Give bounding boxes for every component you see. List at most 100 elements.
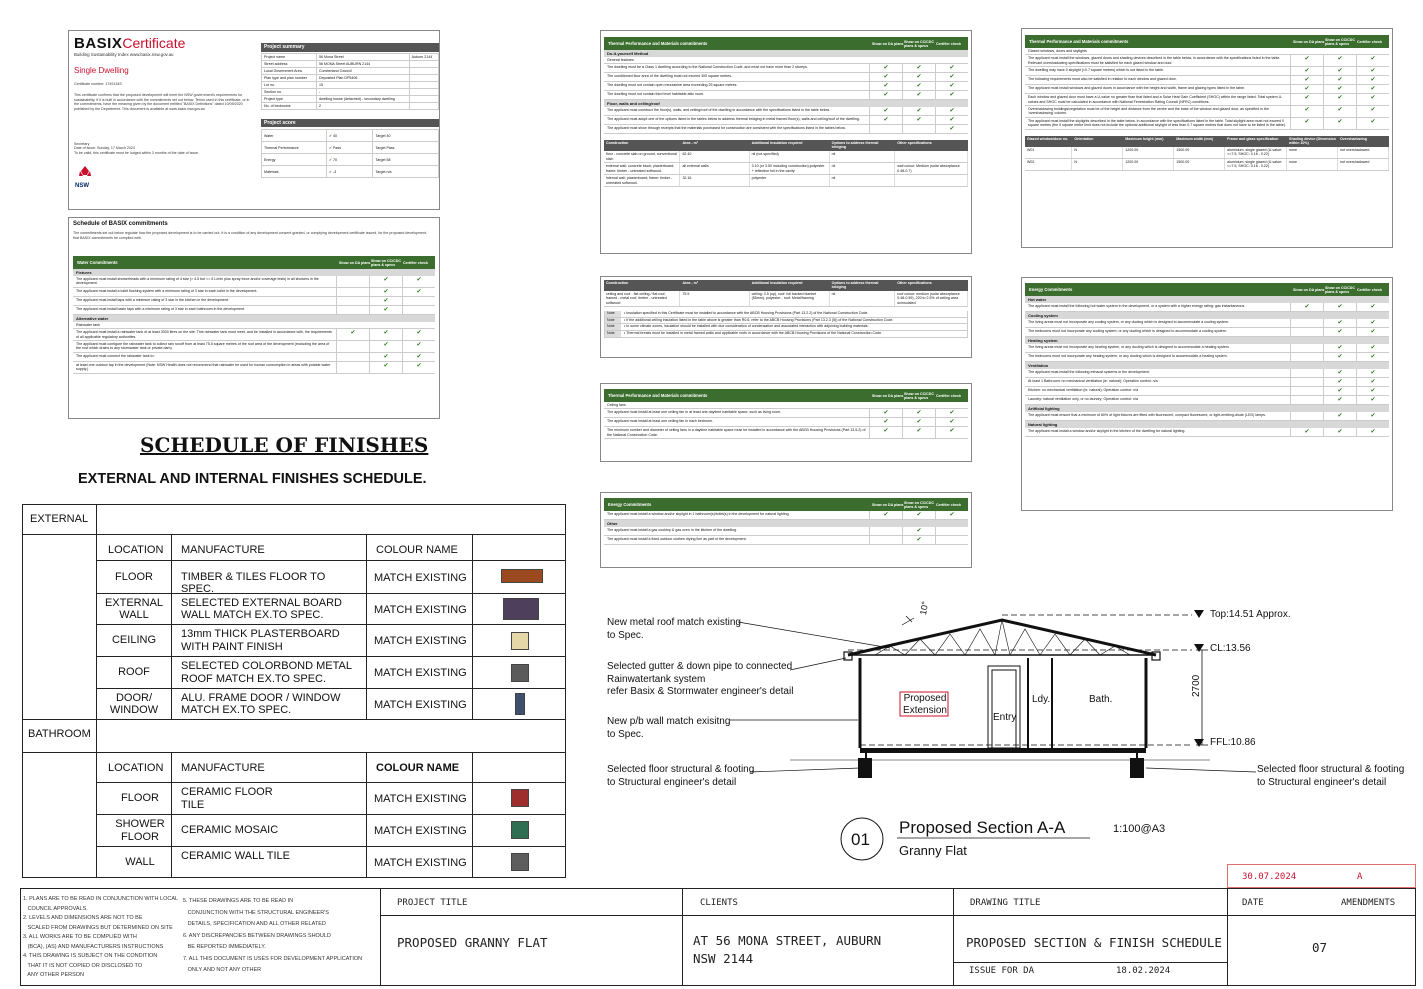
column-header: Shading device (Dimension within 10%) [1289, 136, 1336, 145]
commitment-text: The applicant must install a window and/… [607, 512, 790, 516]
commitment-row: The following requirements must also be … [1025, 76, 1389, 86]
check-icon: ✔ [869, 64, 902, 73]
general-note: DETAILS, SPECIFICATION AND ALL OTHER REL… [183, 921, 326, 927]
grid-line [96, 688, 566, 689]
water-rows: The applicant must install showerheads w… [73, 276, 435, 315]
commitment-text: The bedrooms must not incorporate any co… [1028, 329, 1227, 333]
commitment-text: The applicant must install basin taps wi… [76, 306, 245, 311]
finish-location: CEILING [111, 634, 156, 646]
score-value: ✔ 70 [325, 153, 374, 166]
finish-colour: MATCH EXISTING [374, 825, 467, 837]
finish-location: SHOWER FLOOR [115, 818, 165, 843]
certificate-body: This certificate confirms that the propo… [74, 93, 250, 111]
col-certifier: Certifier check [1357, 287, 1382, 292]
colour-swatch [515, 692, 525, 715]
project-summary-title: Project summary [261, 43, 439, 52]
score-target: Target n/a [372, 165, 439, 178]
table-cell: 62.40 [680, 151, 750, 163]
insulation-notes: Note• Insulation specified in this Certi… [604, 311, 968, 338]
empty-cell [1290, 344, 1323, 352]
check-icon: ✔ [935, 511, 968, 519]
summary-row: Lot no.15 [260, 81, 440, 89]
column-header: Additional insulation required [751, 141, 803, 146]
empty-cell [1290, 412, 1323, 420]
check-icon: ✔ [1356, 55, 1389, 67]
check-icon: ✔ [1356, 67, 1389, 76]
level-markers [1194, 610, 1204, 747]
grid-line [96, 624, 566, 625]
commitment-row: The applicant must adopt one of the opti… [604, 116, 968, 126]
empty-cell [336, 296, 369, 305]
check-icon: ✔ [329, 145, 334, 150]
check-icon: ✔ [1323, 319, 1356, 327]
empty-cell [902, 125, 935, 134]
general-note: 2. LEVELS AND DIMENSIONS ARE NOT TO BE [23, 915, 143, 921]
summary-cell: Auburn 2144 [408, 53, 440, 61]
finishes-title: SCHEDULE OF FINISHES [140, 433, 429, 457]
finish-manufacture: SELECTED COLORBOND METAL ROOF MATCH EX.T… [181, 660, 352, 685]
commitment-row: The applicant must configure the rainwat… [73, 341, 435, 353]
pitch-indicator [901, 615, 915, 626]
check-icon: ✔ [1356, 106, 1389, 117]
table-cell: aluminium, single glazed (U-value: <=7.5… [1225, 158, 1288, 170]
grid-line [96, 814, 566, 815]
check-icon: ✔ [1356, 428, 1389, 436]
general-note: 1. PLANS ARE TO BE READ IN CONJUNCTION W… [23, 896, 179, 902]
external-section-label: EXTERNAL [30, 513, 89, 525]
sheet-number: 07 [1312, 940, 1328, 955]
commitment-row: The applicant must install a window and/… [604, 511, 968, 520]
commitment-text: The dwelling must not contain third leve… [607, 92, 705, 97]
note-label: Note [605, 317, 621, 324]
summary-cell [408, 81, 440, 89]
table-cell: 32.16 [680, 175, 750, 187]
general-note: 5. THESE DRAWINGS ARE TO BE READ IN [183, 898, 294, 904]
check-icon: ✔ [869, 82, 902, 91]
check-icon: ✔ [369, 352, 402, 361]
notes-left: 1. PLANS ARE TO BE READ IN CONJUNCTION W… [23, 894, 178, 981]
table-cell [895, 175, 968, 187]
check-icon: ✔ [369, 361, 402, 373]
commitment-row: At least 1 Bathroom: no mechanical venti… [1025, 378, 1389, 387]
col-certifier: Certifier check [936, 41, 961, 46]
commitment-row: The conditioned floor area of the dwelli… [604, 73, 968, 83]
fixtures-subheader: Fixtures [73, 269, 435, 276]
score-value-text: 40 [333, 133, 338, 138]
grid-line [171, 534, 172, 719]
summary-cell: Local Government Area [260, 67, 318, 75]
ext-colour-header: COLOUR NAME [376, 544, 458, 556]
check-icon: ✔ [1323, 428, 1356, 436]
walls [858, 658, 1148, 748]
check-icon: ✔ [1323, 412, 1356, 420]
note-label: Note [605, 311, 621, 317]
general-note: 6. ANY DISCREPANCIES BETWEEN DRAWINGS SH… [183, 932, 331, 939]
ceiling-fans-label: Ceiling fans [604, 402, 968, 410]
empty-cell [869, 125, 902, 134]
grid-line [22, 752, 566, 753]
commitment-text: The applicant must install a fixed outdo… [607, 537, 747, 541]
table-cell: ceiling: 3.5 (up), roof: foil backed bla… [750, 291, 830, 307]
commitment-row: The applicant must install at least one … [604, 409, 968, 419]
revision-letter: A [1357, 872, 1363, 882]
title-block-right-line [1415, 864, 1416, 986]
check-icon: ✔ [369, 305, 402, 314]
commitment-text: The applicant must install a toilet flus… [76, 288, 258, 293]
divider-4 [1227, 864, 1228, 986]
check-icon: ✔ [869, 91, 902, 100]
check-icon: ✔ [869, 511, 902, 519]
table-cell: W01 [1025, 146, 1073, 158]
proposed-extension-label: Proposed Extension [903, 693, 947, 716]
thermal-1-title: Thermal Performance and Materials commit… [608, 41, 708, 46]
thermal-4-header: Thermal Performance and Materials commit… [1025, 35, 1389, 48]
bath-location-header: LOCATION [108, 762, 164, 774]
commitment-row: Each window and glazed door must have a … [1025, 94, 1389, 107]
commitment-row: The applicant must install a fixed outdo… [604, 536, 968, 545]
table-cell: polyester [750, 175, 830, 187]
commitment-row: The minimum number and diameter of ceili… [604, 427, 968, 440]
check-icon: ✔ [1323, 378, 1356, 386]
commitment-text: The living areas must not incorporate an… [1028, 320, 1229, 324]
check-icon: ✔ [369, 341, 402, 352]
other-subheader: Other [604, 520, 968, 527]
table-cell: none [1287, 146, 1338, 158]
check-icon: ✔ [402, 287, 435, 296]
